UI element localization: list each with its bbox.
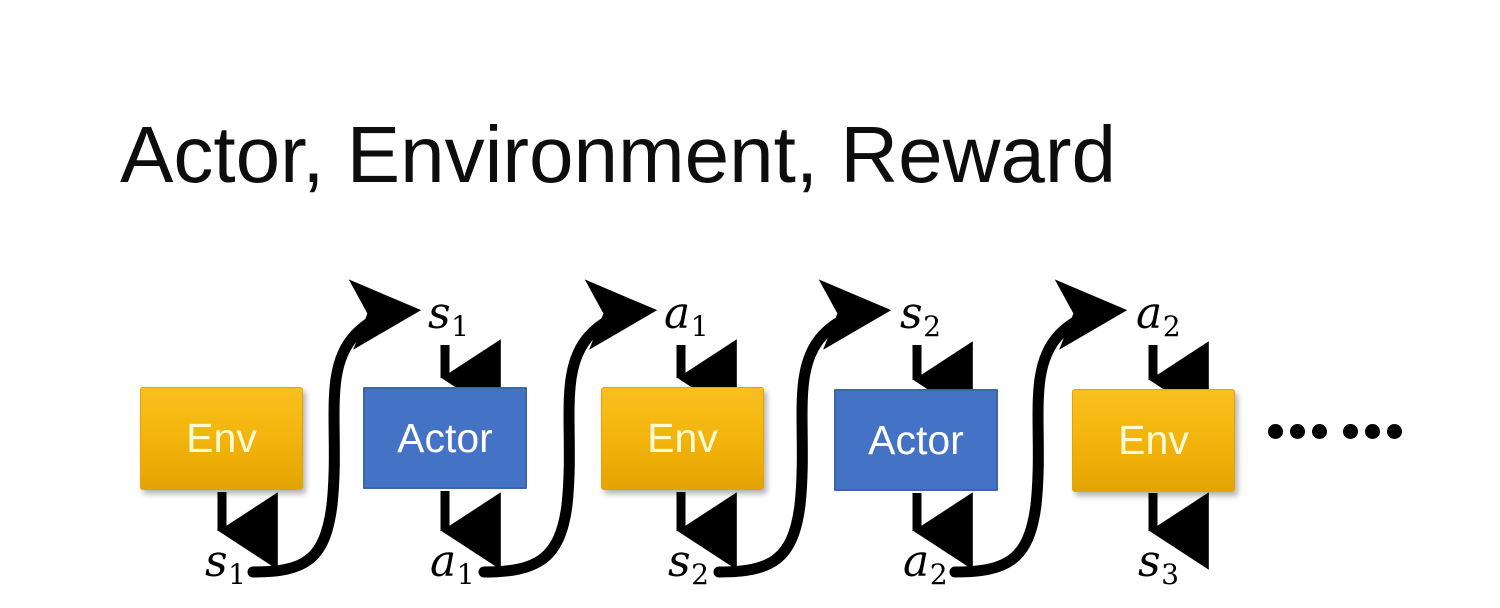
- label-top-s2: s2: [900, 288, 942, 344]
- label-top-a1: a1: [664, 288, 709, 344]
- node-label: Env: [186, 415, 257, 461]
- arrow-top-to-box-group: [440, 339, 1209, 419]
- ellipsis-dot: [1387, 424, 1402, 439]
- node-label: Env: [647, 415, 718, 461]
- label-bottom-s2: s2: [668, 536, 710, 592]
- arrow-box-to-bottom-group: [217, 491, 1209, 570]
- label-bottom-s3: s3: [1138, 536, 1180, 592]
- label-bottom-a2: a2: [903, 536, 948, 592]
- node-env-2[interactable]: Env: [601, 387, 764, 490]
- node-env-1[interactable]: Env: [140, 387, 303, 490]
- ellipsis-dot: [1365, 424, 1380, 439]
- ellipsis-dot: [1290, 424, 1305, 439]
- label-bottom-s1: s1: [205, 536, 247, 592]
- ellipsis-continuation: [1268, 424, 1402, 439]
- node-env-3[interactable]: Env: [1072, 389, 1235, 492]
- label-bottom-a1: a1: [430, 536, 475, 592]
- node-label: Actor: [868, 416, 964, 463]
- ellipsis-dot: [1268, 424, 1283, 439]
- node-label: Actor: [397, 414, 493, 461]
- node-label: Env: [1118, 417, 1189, 463]
- ellipsis-dot: [1312, 424, 1327, 439]
- node-actor-2[interactable]: Actor: [834, 389, 998, 491]
- page-title: Actor, Environment, Reward: [120, 110, 1116, 199]
- label-top-s1: s1: [428, 288, 470, 344]
- label-top-a2: a2: [1136, 288, 1181, 344]
- ellipsis-dot: [1343, 424, 1358, 439]
- node-actor-1[interactable]: Actor: [363, 387, 527, 489]
